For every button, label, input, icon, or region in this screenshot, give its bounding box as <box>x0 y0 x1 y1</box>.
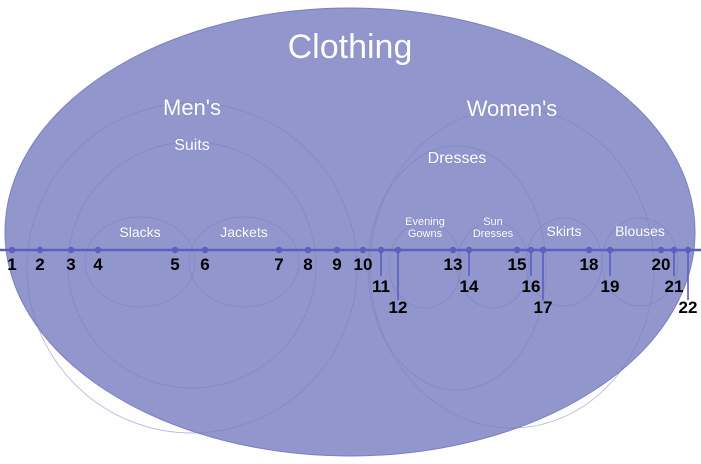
axis-dot-19[interactable] <box>606 246 614 254</box>
axis-dot-11[interactable] <box>377 246 385 254</box>
tick-number-8: 8 <box>303 255 313 274</box>
tick-number-4: 4 <box>93 255 103 274</box>
axis-dot-7[interactable] <box>275 246 283 254</box>
tick-layer <box>380 250 689 300</box>
tick-number-15: 15 <box>507 255 527 274</box>
axis-dot-14[interactable] <box>465 246 473 254</box>
axis-dot-22[interactable] <box>684 246 692 254</box>
tick-number-22: 22 <box>678 298 698 317</box>
axis-dot-2[interactable] <box>36 246 44 254</box>
axis-dot-8[interactable] <box>304 246 312 254</box>
tick-number-16: 16 <box>521 277 541 296</box>
axis-dot-15[interactable] <box>513 246 521 254</box>
ellipse-mens <box>26 102 358 434</box>
axis-dot-10[interactable] <box>359 246 367 254</box>
tick-number-19: 19 <box>600 277 620 296</box>
axis-dot-3[interactable] <box>67 246 75 254</box>
tick-number-5: 5 <box>170 255 180 274</box>
tick-number-12: 12 <box>388 298 408 317</box>
tick-number-11: 11 <box>372 277 390 296</box>
axis-dot-17[interactable] <box>539 246 547 254</box>
axis-dot-13[interactable] <box>449 246 457 254</box>
tick-number-1: 1 <box>7 255 17 274</box>
ellipse-layer <box>4 7 696 457</box>
tick-number-7: 7 <box>274 255 284 274</box>
axis-dot-21[interactable] <box>670 246 678 254</box>
ellipse-sun-dresses <box>456 221 530 309</box>
ellipse-blouses <box>601 217 679 307</box>
axis-dot-4[interactable] <box>94 246 102 254</box>
ellipse-womens <box>369 107 655 429</box>
tick-number-9: 9 <box>332 255 342 274</box>
axis-dot-18[interactable] <box>585 246 593 254</box>
tick-number-10: 10 <box>353 255 373 274</box>
ellipse-jackets <box>188 216 300 308</box>
tick-number-14: 14 <box>459 277 479 296</box>
axis-dot-6[interactable] <box>201 246 209 254</box>
tick-number-18: 18 <box>579 255 599 274</box>
tick-number-6: 6 <box>200 255 210 274</box>
axis-dot-1[interactable] <box>8 246 16 254</box>
ellipse-dresses <box>367 145 547 391</box>
tick-number-2: 2 <box>35 255 45 274</box>
tick-number-20: 20 <box>651 255 671 274</box>
dot-layer <box>8 246 692 254</box>
ellipse-evening-gowns <box>388 221 462 309</box>
tick-number-21: 21 <box>664 277 684 296</box>
tick-number-3: 3 <box>66 255 76 274</box>
axis-dot-20[interactable] <box>657 246 665 254</box>
ellipse-suits <box>67 141 317 389</box>
tick-number-17: 17 <box>533 298 553 317</box>
axis-dot-12[interactable] <box>394 246 402 254</box>
tick-number-13: 13 <box>443 255 463 274</box>
axis-dot-16[interactable] <box>527 246 535 254</box>
ellipse-slacks <box>84 216 196 308</box>
axis-dot-9[interactable] <box>333 246 341 254</box>
ellipse-clothing <box>4 7 696 457</box>
axis-dot-5[interactable] <box>171 246 179 254</box>
